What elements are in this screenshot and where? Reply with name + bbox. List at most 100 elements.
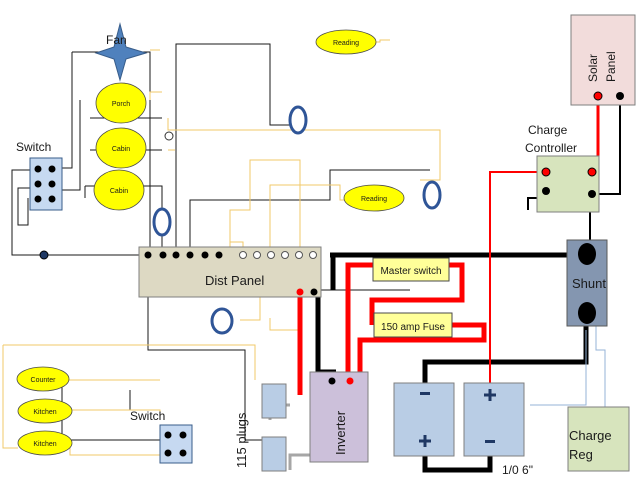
- lamp-kitchen-2: Kitchen: [17, 430, 73, 456]
- cable-pos-master-switch: [345, 262, 465, 395]
- lamp-cabin-1-label: Cabin: [112, 146, 130, 153]
- terminal-icon: [179, 449, 187, 457]
- lamp-porch-label: Porch: [112, 101, 130, 108]
- lamp-kitchen-1-label: Kitchen: [33, 409, 56, 416]
- minus-icon: [485, 440, 495, 443]
- ac-porch-bus: [167, 118, 441, 181]
- terminal-icon: [34, 180, 42, 188]
- terminal-icon: [346, 377, 354, 385]
- cable-battery-link: [422, 445, 493, 473]
- lamp-porch: Porch: [95, 82, 147, 124]
- fan: Fan: [94, 22, 148, 82]
- outlet-icon: [152, 207, 172, 237]
- terminal-icon: [309, 251, 317, 259]
- plugs-label: 115 plugs: [234, 412, 249, 468]
- terminal-icon: [215, 251, 223, 259]
- switch-top-label: Switch: [16, 140, 51, 154]
- wire-solar-neg: [596, 100, 621, 195]
- lamp-kitchen-1: Kitchen: [17, 398, 73, 424]
- terminal-icon: [48, 165, 56, 173]
- wire-reading-top: [175, 43, 300, 255]
- junction-node-icon: [164, 131, 174, 141]
- terminal-icon: [48, 180, 56, 188]
- lamp-kitchen-2-label: Kitchen: [33, 441, 56, 448]
- lamp-reading-top-label: Reading: [333, 40, 359, 47]
- terminal-icon: [164, 431, 172, 439]
- wire-plugs-b: [288, 453, 310, 470]
- solar-panel-label-2: Panel: [604, 51, 618, 82]
- lamp-reading-mid: Reading: [343, 184, 405, 212]
- terminal-icon: [34, 195, 42, 203]
- terminal-icon: [267, 251, 275, 259]
- master-switch: Master switch: [372, 257, 450, 282]
- terminal-icon: [616, 92, 624, 100]
- outlet-icon: [210, 307, 234, 335]
- switch-top: Switch: [16, 140, 63, 211]
- terminal-icon: [295, 251, 303, 259]
- terminal-icon: [239, 251, 247, 259]
- ac-left-bus: [2, 345, 18, 449]
- cable-spec-label: 1/0 6": [502, 463, 533, 477]
- dist-panel-label: Dist Panel: [205, 273, 264, 288]
- lamp-reading-top: Reading: [315, 29, 377, 55]
- switch-bottom: Switch: [130, 409, 193, 464]
- terminal-icon: [186, 251, 194, 259]
- lamp-cabin-1: Cabin: [95, 127, 147, 169]
- cable-neg-dist-inverter: [315, 290, 336, 375]
- wire-switch-top-loop: [11, 169, 140, 256]
- charge-reg: Charge Reg: [567, 406, 630, 472]
- terminal-icon: [201, 251, 209, 259]
- plus-icon: [484, 389, 496, 401]
- charge-reg-label-1: Charge: [569, 428, 612, 443]
- wire-dist-to-plugs: [147, 255, 270, 441]
- charge-reg-label-2: Reg: [569, 447, 593, 462]
- terminal-icon: [144, 251, 152, 259]
- wire-switch-top-b: [60, 100, 81, 191]
- terminal-icon: [281, 251, 289, 259]
- minus-icon: [420, 392, 430, 395]
- dist-panel: Dist Panel: [138, 246, 322, 298]
- terminal-icon: [172, 251, 180, 259]
- wire-reading-mid: [189, 169, 430, 255]
- fan-star-icon: [94, 22, 148, 82]
- outlets: [152, 105, 442, 335]
- charge-controller-label-2: Controller: [525, 141, 577, 155]
- plugs: 115 plugs: [234, 383, 287, 472]
- terminal-icon: [310, 288, 318, 296]
- battery-2: [463, 382, 525, 457]
- ac-loop-a: [229, 159, 301, 255]
- terminal-icon: [587, 167, 597, 177]
- wire-switch-top-inner: [17, 187, 30, 226]
- terminal-icon: [48, 195, 56, 203]
- master-switch-label: Master switch: [380, 266, 441, 277]
- outlet-icon: [288, 105, 308, 135]
- plug-icon: [261, 436, 287, 472]
- lamp-counter: Counter: [16, 366, 70, 392]
- terminal-icon: [578, 243, 596, 265]
- lamp-cabin-2-label: Cabin: [110, 188, 128, 195]
- plus-icon: [419, 435, 431, 447]
- lamp-cabin-2: Cabin: [93, 169, 145, 211]
- shunt: Shunt: [566, 239, 608, 327]
- shunt-label: Shunt: [572, 276, 606, 291]
- inverter-label: Inverter: [333, 410, 348, 455]
- terminal-icon: [588, 190, 596, 198]
- terminal-icon: [296, 288, 304, 296]
- fuse: 150 amp Fuse: [373, 312, 453, 338]
- fuse-label: 150 amp Fuse: [381, 322, 445, 333]
- terminal-icon: [179, 431, 187, 439]
- ac-top-bus: [3, 344, 256, 380]
- outlet-icon: [422, 180, 442, 210]
- terminal-icon: [164, 449, 172, 457]
- charge-controller: Charge Controller: [525, 123, 600, 213]
- inverter: Inverter: [309, 371, 369, 463]
- terminal-icon: [578, 302, 596, 324]
- battery-1: [393, 382, 455, 457]
- terminal-icon: [159, 251, 167, 259]
- junction-node-icon: [39, 250, 49, 260]
- terminal-icon: [253, 251, 261, 259]
- plug-icon: [261, 383, 287, 419]
- fan-label: Fan: [106, 33, 127, 47]
